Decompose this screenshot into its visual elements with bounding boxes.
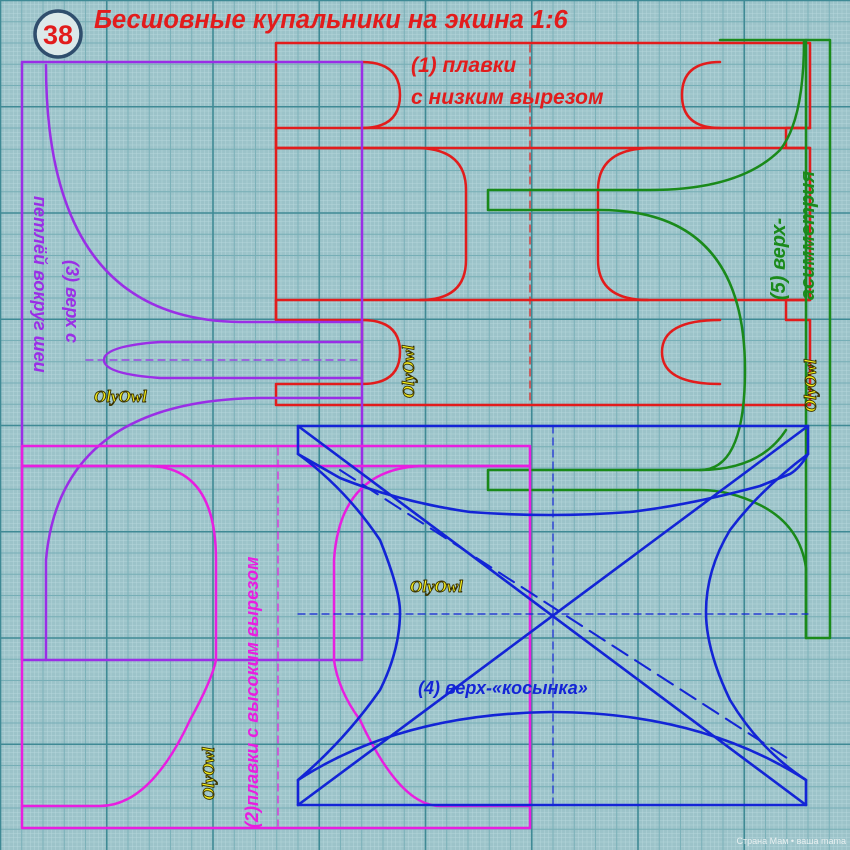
piece-1-label-line-2: с низким вырезом	[411, 86, 604, 109]
piece-3-label-line-2: петлёй вокруг шеи	[30, 196, 50, 373]
sheet-title: Бесшовные купальники на экшна 1:6	[94, 6, 569, 34]
piece-5-strap-curve	[698, 428, 788, 472]
piece-3-neck-curve	[44, 396, 364, 662]
signature-mark: OlyOwl	[801, 359, 820, 412]
signature-mark: OlyOwl	[199, 747, 218, 800]
piece-1-leg-arc	[680, 60, 722, 130]
piece-5-asymmetric-top	[486, 38, 832, 640]
piece-1-crotch-curve	[274, 146, 468, 302]
piece-1-crotch-curve	[596, 146, 702, 302]
piece-1-label-line-1: (1) плавки	[411, 54, 516, 77]
footer-credit: Страна Мам • ваша mama	[737, 836, 846, 846]
page-number-badge: 38	[33, 9, 83, 59]
piece-4-outline	[296, 452, 810, 807]
piece-4-label: (4) верх-«косынка»	[418, 678, 588, 698]
piece-3-halter-top	[20, 60, 364, 662]
piece-5-outline	[486, 38, 832, 640]
piece-3-label-line-1: (3) верх с	[62, 260, 82, 343]
signature-mark: OlyOwl	[94, 387, 147, 406]
piece-5-label-line-2: асимметрия	[797, 171, 819, 300]
piece-2-high-cut-bottoms	[20, 444, 532, 830]
piece-1-leg-arc	[360, 318, 402, 386]
piece-2-leg-curve	[20, 464, 218, 808]
piece-1-leg-arc	[660, 318, 722, 386]
piece-2-label: (2)плавки с высоким вырезом	[242, 557, 262, 828]
piece-5-label-line-1: (5) верх-	[768, 217, 790, 300]
signature-mark: OlyOwl	[399, 345, 418, 398]
piece-3-outline	[20, 60, 364, 662]
piece-4-outline	[296, 424, 810, 517]
page-number: 38	[43, 20, 73, 50]
piece-4-kerchief-top	[296, 424, 810, 807]
piece-1-leg-arc	[360, 60, 402, 130]
piece-4-bias-fold	[339, 469, 791, 761]
piece-2-outline	[20, 444, 532, 830]
signature-mark: OlyOwl	[410, 577, 463, 596]
piece-4-lower-curve	[296, 710, 808, 782]
piece-2-leg-curve	[332, 464, 532, 808]
piece-4-diagonal	[296, 424, 810, 807]
piece-3-neck-curve	[44, 63, 364, 324]
